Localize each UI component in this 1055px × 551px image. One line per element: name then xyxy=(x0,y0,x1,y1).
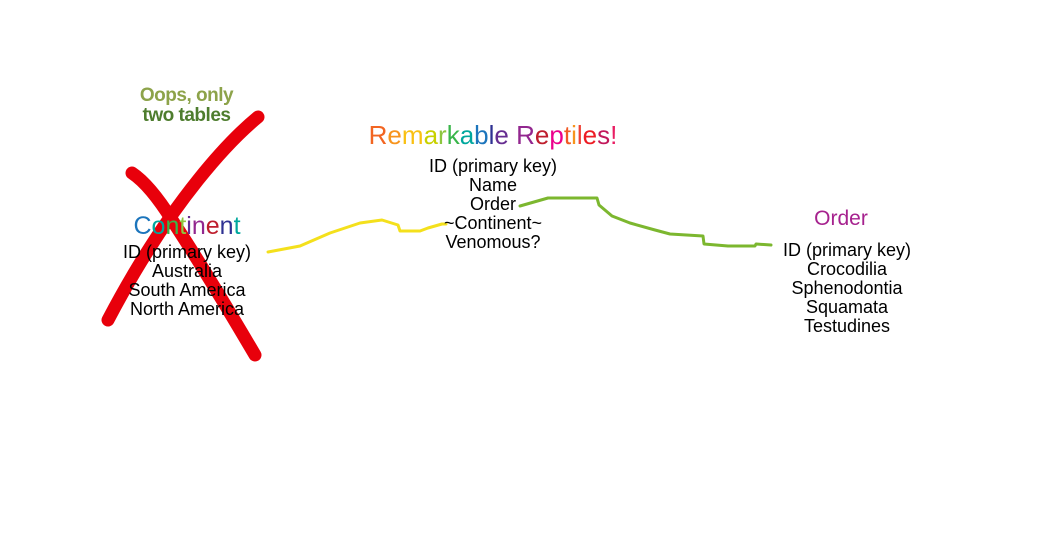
reptiles-title-char: r xyxy=(438,120,447,150)
reptiles-title-char: p xyxy=(549,120,564,150)
reptiles-title-char: t xyxy=(563,120,572,150)
continent-table-rows: ID (primary key) Australia South America… xyxy=(102,243,272,319)
continent-title-char: n xyxy=(165,212,180,240)
reptiles-table-title: Remarkable Reptiles! xyxy=(334,121,652,149)
continent-title-char: o xyxy=(151,212,166,240)
cross-out-stroke xyxy=(125,166,262,362)
continent-title-char: C xyxy=(133,212,152,240)
order-row-testudines: Testudines xyxy=(803,316,891,336)
reptiles-field-id: ID (primary key) xyxy=(428,156,557,176)
order-row-squamata: Squamata xyxy=(805,297,889,317)
reptiles-title-char: i xyxy=(571,120,577,150)
continent-row-south-america: South America xyxy=(128,280,246,300)
cross-out-stroke xyxy=(101,110,265,327)
continent-title-char: t xyxy=(233,212,241,240)
reptiles-title-char: m xyxy=(401,120,424,150)
order-row-id: ID (primary key) xyxy=(782,240,911,260)
continent-title-char: n xyxy=(191,212,206,240)
reptiles-title-char: l xyxy=(576,120,583,150)
reptiles-title-char: e xyxy=(387,120,402,150)
reptiles-title-char: ! xyxy=(610,120,618,150)
order-row-sphenodontia: Sphenodontia xyxy=(791,278,903,298)
reptiles-title-char: e xyxy=(534,120,550,150)
continent-title-char: n xyxy=(219,212,234,240)
reptiles-title-char: k xyxy=(446,120,460,150)
continent-table-title: Continent xyxy=(107,212,267,240)
reptiles-title-char: R xyxy=(516,120,535,150)
reptiles-title-char: b xyxy=(474,120,489,150)
oops-note-line1: Oops, only xyxy=(139,85,234,106)
continent-row-north-america: North America xyxy=(129,299,245,319)
reptiles-field-name: Name xyxy=(468,175,517,195)
order-table-rows: ID (primary key) Crocodilia Sphenodontia… xyxy=(762,241,932,336)
oops-note-line2: two tables xyxy=(142,105,231,126)
reptiles-title-char: e xyxy=(582,120,598,150)
reptiles-field-venomous: Venomous? xyxy=(445,232,541,252)
reptiles-table-fields: ID (primary key) Name Order ~Continent~ … xyxy=(393,157,593,252)
continent-row-id: ID (primary key) xyxy=(122,242,251,262)
reptiles-title-char: e xyxy=(494,120,509,150)
reptiles-field-continent: ~Continent~ xyxy=(443,213,543,233)
continent-to-reptiles-link xyxy=(266,218,448,254)
continent-row-australia: Australia xyxy=(151,261,223,281)
reptiles-field-order: Order xyxy=(469,194,516,214)
order-table-title: Order xyxy=(814,207,868,230)
reptiles-title-char: l xyxy=(488,120,495,150)
reptiles-to-order-link xyxy=(518,196,773,248)
continent-title-char: t xyxy=(179,212,187,240)
continent-title-char: e xyxy=(205,212,220,240)
reptiles-title-char: a xyxy=(423,120,439,150)
oops-note: Oops, only two tables xyxy=(119,86,254,126)
reptiles-title-char: R xyxy=(368,120,388,150)
reptiles-title-char: a xyxy=(459,120,475,150)
reptiles-title-char: s xyxy=(597,120,611,150)
continent-title-char: i xyxy=(186,212,192,240)
order-row-crocodilia: Crocodilia xyxy=(806,259,888,279)
